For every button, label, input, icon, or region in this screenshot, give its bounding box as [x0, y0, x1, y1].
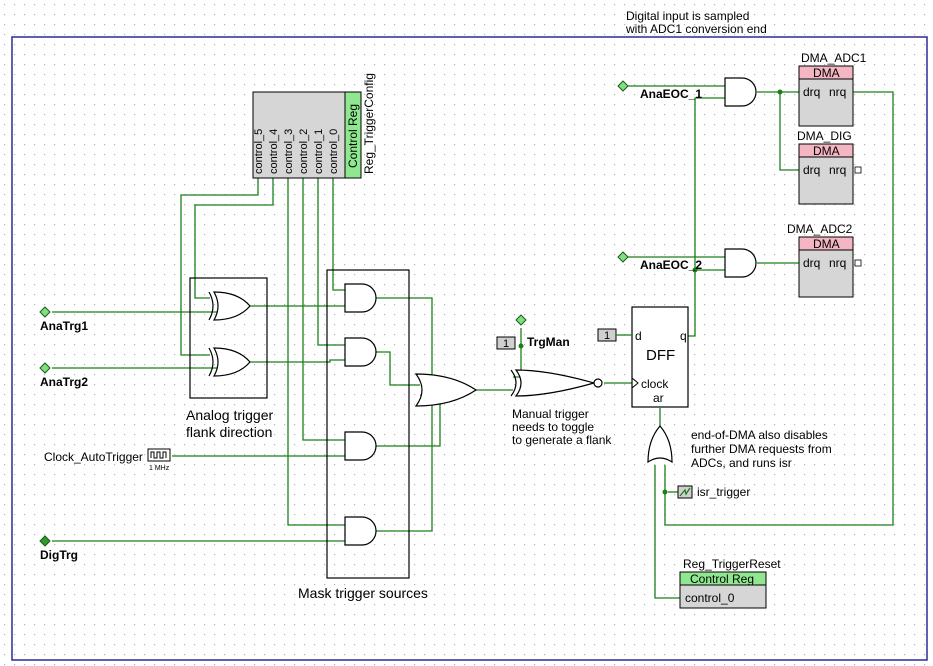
- sheet-frame: [11, 36, 928, 661]
- dff-d-label: d: [635, 329, 642, 343]
- dma-dig-drq: drq: [803, 163, 820, 177]
- and-gate-eoc2[interactable]: [724, 248, 757, 278]
- pin-anaeoc2[interactable]: AnaEOC_2: [617, 251, 702, 272]
- reg-trigger-config[interactable]: Control Reg Reg_TriggerConfig control_5 …: [252, 73, 376, 179]
- dff-block[interactable]: DFF d q clock ar: [631, 306, 689, 408]
- xor-gate-1[interactable]: [208, 291, 251, 321]
- dma-dig-name: DMA_DIG: [797, 129, 852, 143]
- junction-dot: [662, 489, 668, 495]
- ctrl-pin-label: control_4: [268, 129, 280, 174]
- dma-dig-nc-icon: [854, 166, 862, 174]
- isr-label: isr_trigger: [697, 485, 750, 499]
- dma-adc2-nrq: nrq: [829, 256, 846, 270]
- const-dff-d-value: 1: [604, 330, 610, 342]
- dma-adc1-nrq: nrq: [829, 85, 846, 99]
- and-gate-eoc1[interactable]: [724, 77, 757, 107]
- dma-adc1-drq: drq: [803, 85, 820, 99]
- note-manual-1: Manual trigger: [512, 407, 589, 421]
- dma-adc2-header: DMA: [813, 237, 840, 251]
- dma-dig-nrq: nrq: [829, 163, 846, 177]
- dma-adc2-drq: drq: [803, 256, 820, 270]
- note-top-line1: Digital input is sampled: [626, 9, 749, 23]
- and-gate-3[interactable]: [344, 431, 377, 461]
- pin-trgman[interactable]: TrgMan: [515, 314, 570, 349]
- dff-clock-label: clock: [641, 377, 669, 391]
- isr-trigger[interactable]: isr_trigger: [677, 485, 750, 499]
- isr-bolt-icon: [679, 487, 691, 497]
- reg-trigger-reset[interactable]: Reg_TriggerReset Control Reg control_0: [679, 557, 781, 609]
- note-top-line2: with ADC1 conversion end: [625, 22, 767, 36]
- or-gate-reset[interactable]: [647, 425, 673, 464]
- pin-anatrg1[interactable]: AnaTrg1: [39, 306, 88, 333]
- ctrl-pin-label: control_0: [328, 129, 340, 174]
- note-dma-2: further DMA requests from: [691, 442, 832, 456]
- analog-group-label-1: Analog trigger: [186, 407, 274, 423]
- ctrl-reg-header: [344, 91, 362, 179]
- ctrl-reg-header-label: Control Reg: [346, 104, 360, 168]
- note-dma-1: end-of-DMA also disables: [691, 428, 828, 442]
- dma-adc2-nc-icon: [854, 259, 862, 267]
- pin-anaeoc2-label: AnaEOC_2: [640, 258, 702, 272]
- pin-anatrg2-label: AnaTrg2: [40, 375, 88, 389]
- pin-anatrg1-label: AnaTrg1: [40, 319, 88, 333]
- dff-q-label: q: [680, 329, 687, 343]
- pin-trgman-label: TrgMan: [527, 335, 570, 349]
- const-trgman[interactable]: 1: [496, 336, 516, 350]
- xor-gate-2[interactable]: [208, 347, 251, 377]
- pin-anaeoc1-label: AnaEOC_1: [640, 87, 702, 101]
- reset-reg-header: Control Reg: [690, 572, 754, 586]
- dma-adc2[interactable]: DMA_ADC2 DMA drq nrq: [787, 222, 862, 298]
- const-dff-d[interactable]: 1: [597, 328, 632, 342]
- or-gate-main[interactable]: [414, 373, 478, 407]
- wires: [52, 85, 894, 599]
- note-manual-3: to generate a flank: [512, 433, 612, 447]
- ctrl-reg-name: Reg_TriggerConfig: [362, 73, 376, 174]
- clock-autotrigger[interactable]: Clock_AutoTrigger 1 MHz: [44, 448, 171, 472]
- analog-group-label-2: flank direction: [186, 424, 272, 440]
- clock-label: Clock_AutoTrigger: [44, 450, 143, 464]
- analog-group-outline: [189, 277, 268, 399]
- ctrl-pin-label: control_2: [298, 129, 310, 174]
- const-trgman-value: 1: [503, 338, 509, 350]
- ctrl-pin-label: control_1: [313, 129, 325, 174]
- mask-group-outline: [326, 269, 410, 579]
- pin-digtrg[interactable]: DigTrg: [39, 535, 78, 562]
- dff-ar-label: ar: [653, 391, 664, 405]
- junction-dot: [777, 89, 783, 95]
- dma-adc1-header: DMA: [813, 66, 840, 80]
- dma-dig[interactable]: DMA_DIG DMA drq nrq: [797, 129, 862, 205]
- ctrl-pin-label: control_3: [283, 129, 295, 174]
- dff-title: DFF: [646, 347, 675, 364]
- mask-group-label: Mask trigger sources: [298, 585, 428, 601]
- pin-anaeoc1[interactable]: AnaEOC_1: [617, 80, 702, 101]
- junction-dot: [518, 343, 524, 349]
- note-manual-2: needs to toggle: [512, 420, 594, 434]
- dma-adc1[interactable]: DMA_ADC1 DMA drq nrq: [798, 51, 867, 127]
- and-gate-1[interactable]: [344, 283, 377, 313]
- clock-freq: 1 MHz: [149, 465, 170, 472]
- pin-anatrg2[interactable]: AnaTrg2: [39, 362, 88, 389]
- and-gate-2[interactable]: [344, 337, 377, 367]
- dma-adc1-name: DMA_ADC1: [801, 51, 867, 65]
- and-gate-4[interactable]: [344, 516, 377, 546]
- reset-reg-pin: control_0: [685, 591, 735, 605]
- dma-dig-header: DMA: [813, 144, 840, 158]
- junction-dot: [692, 267, 698, 273]
- xnor-gate[interactable]: [510, 369, 603, 397]
- ctrl-pin-label: control_5: [253, 129, 265, 174]
- dma-adc2-name: DMA_ADC2: [787, 222, 853, 236]
- pin-digtrg-label: DigTrg: [40, 548, 78, 562]
- note-dma-3: ADCs, and runs isr: [691, 456, 792, 470]
- reset-reg-name: Reg_TriggerReset: [683, 557, 781, 571]
